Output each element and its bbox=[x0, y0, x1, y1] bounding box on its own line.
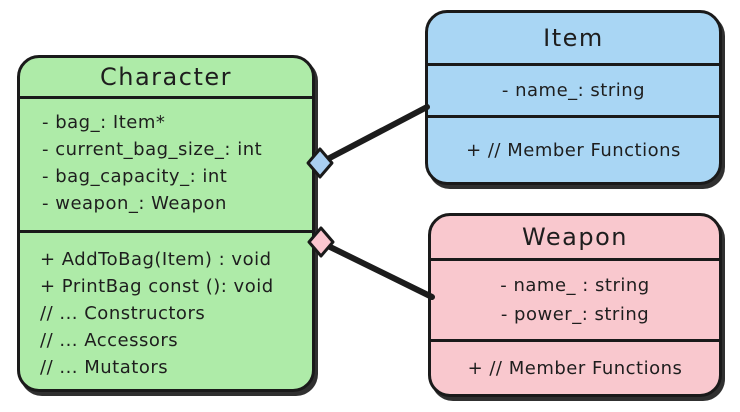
method-line: + // Member Functions bbox=[467, 357, 683, 379]
item-methods-section: + // Member Functions bbox=[428, 115, 719, 182]
method-line: // ... Mutators bbox=[40, 357, 169, 378]
method-line: // ... Constructors bbox=[40, 303, 206, 324]
method-line: + AddToBag(Item) : void bbox=[40, 249, 272, 270]
character-item-connector-line bbox=[319, 104, 430, 165]
class-box-character[interactable]: Character - bag_: Item* - current_bag_si… bbox=[17, 55, 315, 392]
item-attributes-section: - name_: string bbox=[428, 63, 719, 115]
character-methods-section: + AddToBag(Item) : void + PrintBag const… bbox=[20, 230, 312, 389]
method-line: + PrintBag const (): void bbox=[40, 276, 274, 297]
character-attributes-section: - bag_: Item* - current_bag_size_: int -… bbox=[20, 96, 312, 230]
method-line: // ... Accessors bbox=[40, 330, 179, 351]
class-box-weapon[interactable]: Weapon - name_ : string - power_: string… bbox=[428, 213, 722, 397]
weapon-attributes-section: - name_ : string - power_: string bbox=[431, 258, 719, 339]
attribute-line: - bag_capacity_: int bbox=[42, 166, 228, 187]
attribute-line: - name_ : string bbox=[500, 275, 650, 296]
method-line: + // Member Functions bbox=[466, 139, 681, 161]
attribute-line: - power_: string bbox=[500, 304, 650, 325]
class-box-item[interactable]: Item - name_: string + // Member Functio… bbox=[425, 10, 722, 185]
attribute-line: - current_bag_size_: int bbox=[42, 139, 263, 160]
attribute-line: - bag_: Item* bbox=[42, 112, 166, 133]
attribute-line: - weapon_: Weapon bbox=[42, 193, 227, 214]
character-weapon-connector-line bbox=[319, 240, 435, 300]
weapon-methods-section: + // Member Functions bbox=[431, 339, 719, 394]
class-title-item: Item bbox=[543, 24, 604, 52]
class-title-character: Character bbox=[100, 63, 232, 91]
attribute-line: - name_: string bbox=[501, 80, 646, 101]
class-title-weapon: Weapon bbox=[522, 223, 628, 251]
